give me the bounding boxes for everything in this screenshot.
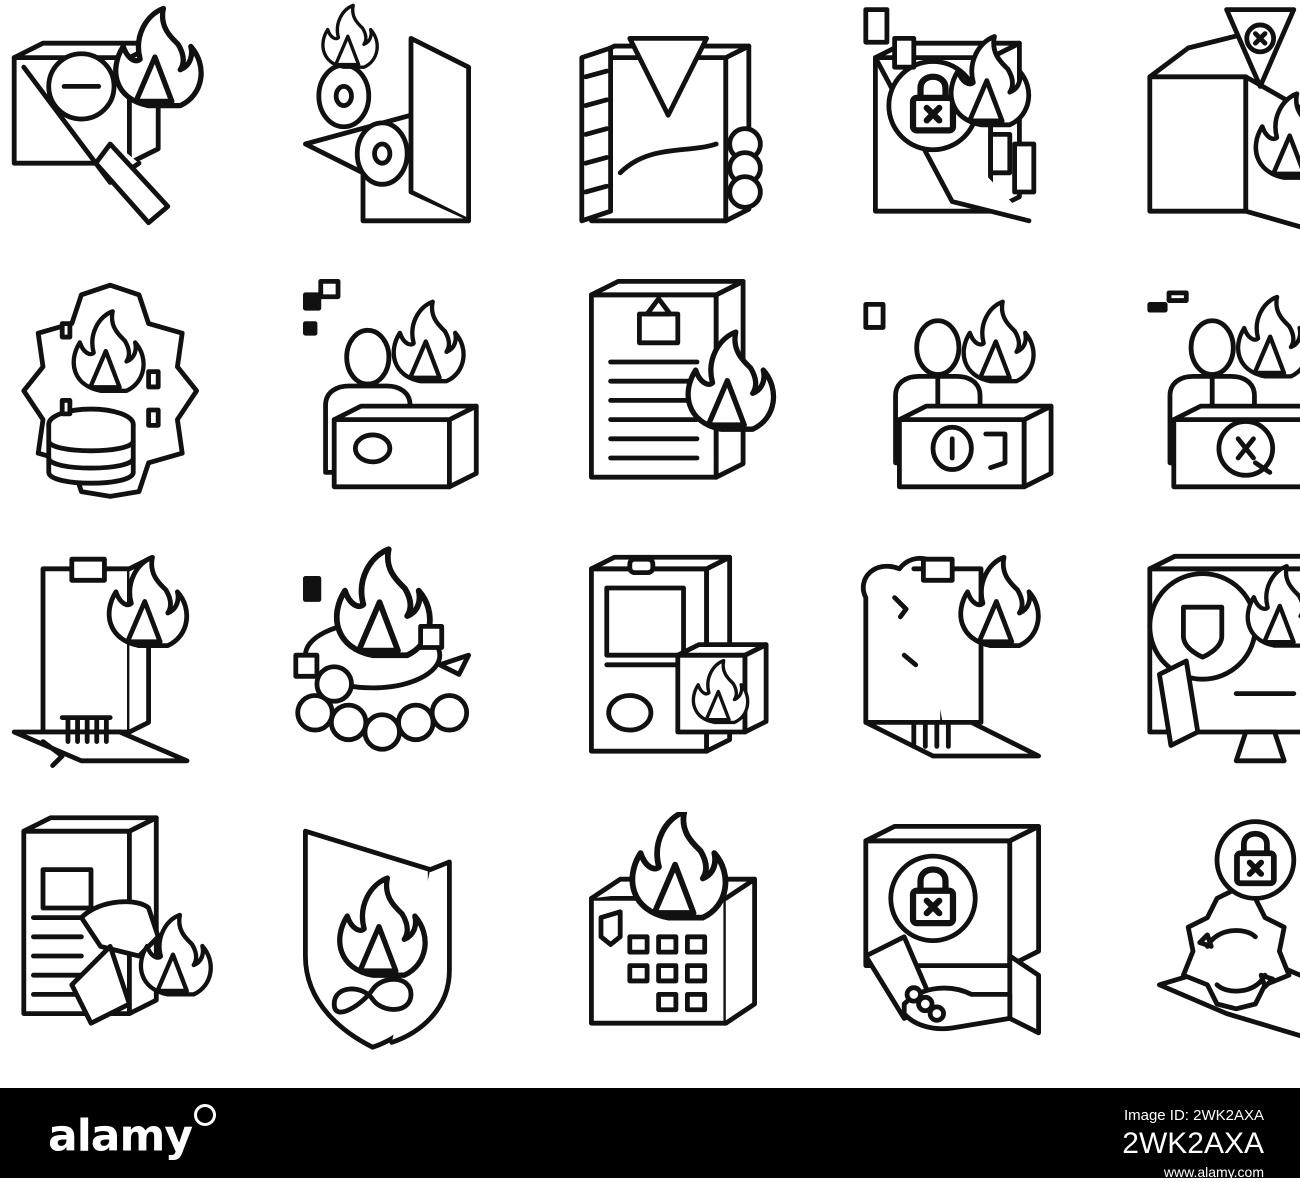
document-firewall-stack-icon [558, 266, 788, 506]
phone-firewall-alert-icon [558, 540, 788, 780]
gear-lock-update-icon [1126, 812, 1300, 1052]
document-shield-firewall-icon [0, 812, 230, 1052]
site-url: www.alamy.com [1163, 1164, 1264, 1180]
registered-mark-icon: r [194, 1104, 216, 1126]
clipboard-firewall-icon [0, 540, 230, 780]
cloud-fire-vault-icon [0, 0, 230, 240]
user-cloud-firewall-icon [1126, 266, 1300, 506]
admin-with-firewall-icon [272, 266, 502, 506]
manager-lock-firewall-icon [842, 266, 1072, 506]
handshake-security-lock-icon [842, 812, 1072, 1052]
gear-firewall-database-icon [0, 266, 230, 506]
building-firewall-icon [558, 812, 788, 1052]
icon-sheet [0, 0, 1300, 1052]
firewall-wall-alert-icon [1126, 0, 1300, 240]
footer-info: Image ID: 2WK2AXA 2WK2AXA www.alamy.com [1122, 1106, 1264, 1182]
firewall-blocks-traffic-icon [272, 540, 502, 780]
cloud-clipboard-firewall-icon [842, 540, 1072, 780]
shield-infinity-fire-icon [272, 812, 502, 1052]
cyber-fire-hardware-icon [272, 0, 502, 240]
image-id: 2WK2AXA [1122, 1127, 1264, 1160]
firewall-server-rack-icon [558, 0, 788, 240]
image-id-label: Image ID: 2WK2AXA [1123, 1107, 1264, 1124]
monitor-shield-firewall-icon [1126, 540, 1300, 780]
network-security-lock-icon [842, 0, 1072, 240]
footer-bar: alamyr Image ID: 2WK2AXA 2WK2AXA www.ala… [0, 1088, 1300, 1180]
brand-logo: alamyr [48, 1104, 216, 1165]
logo-text: alamy [48, 1110, 193, 1162]
